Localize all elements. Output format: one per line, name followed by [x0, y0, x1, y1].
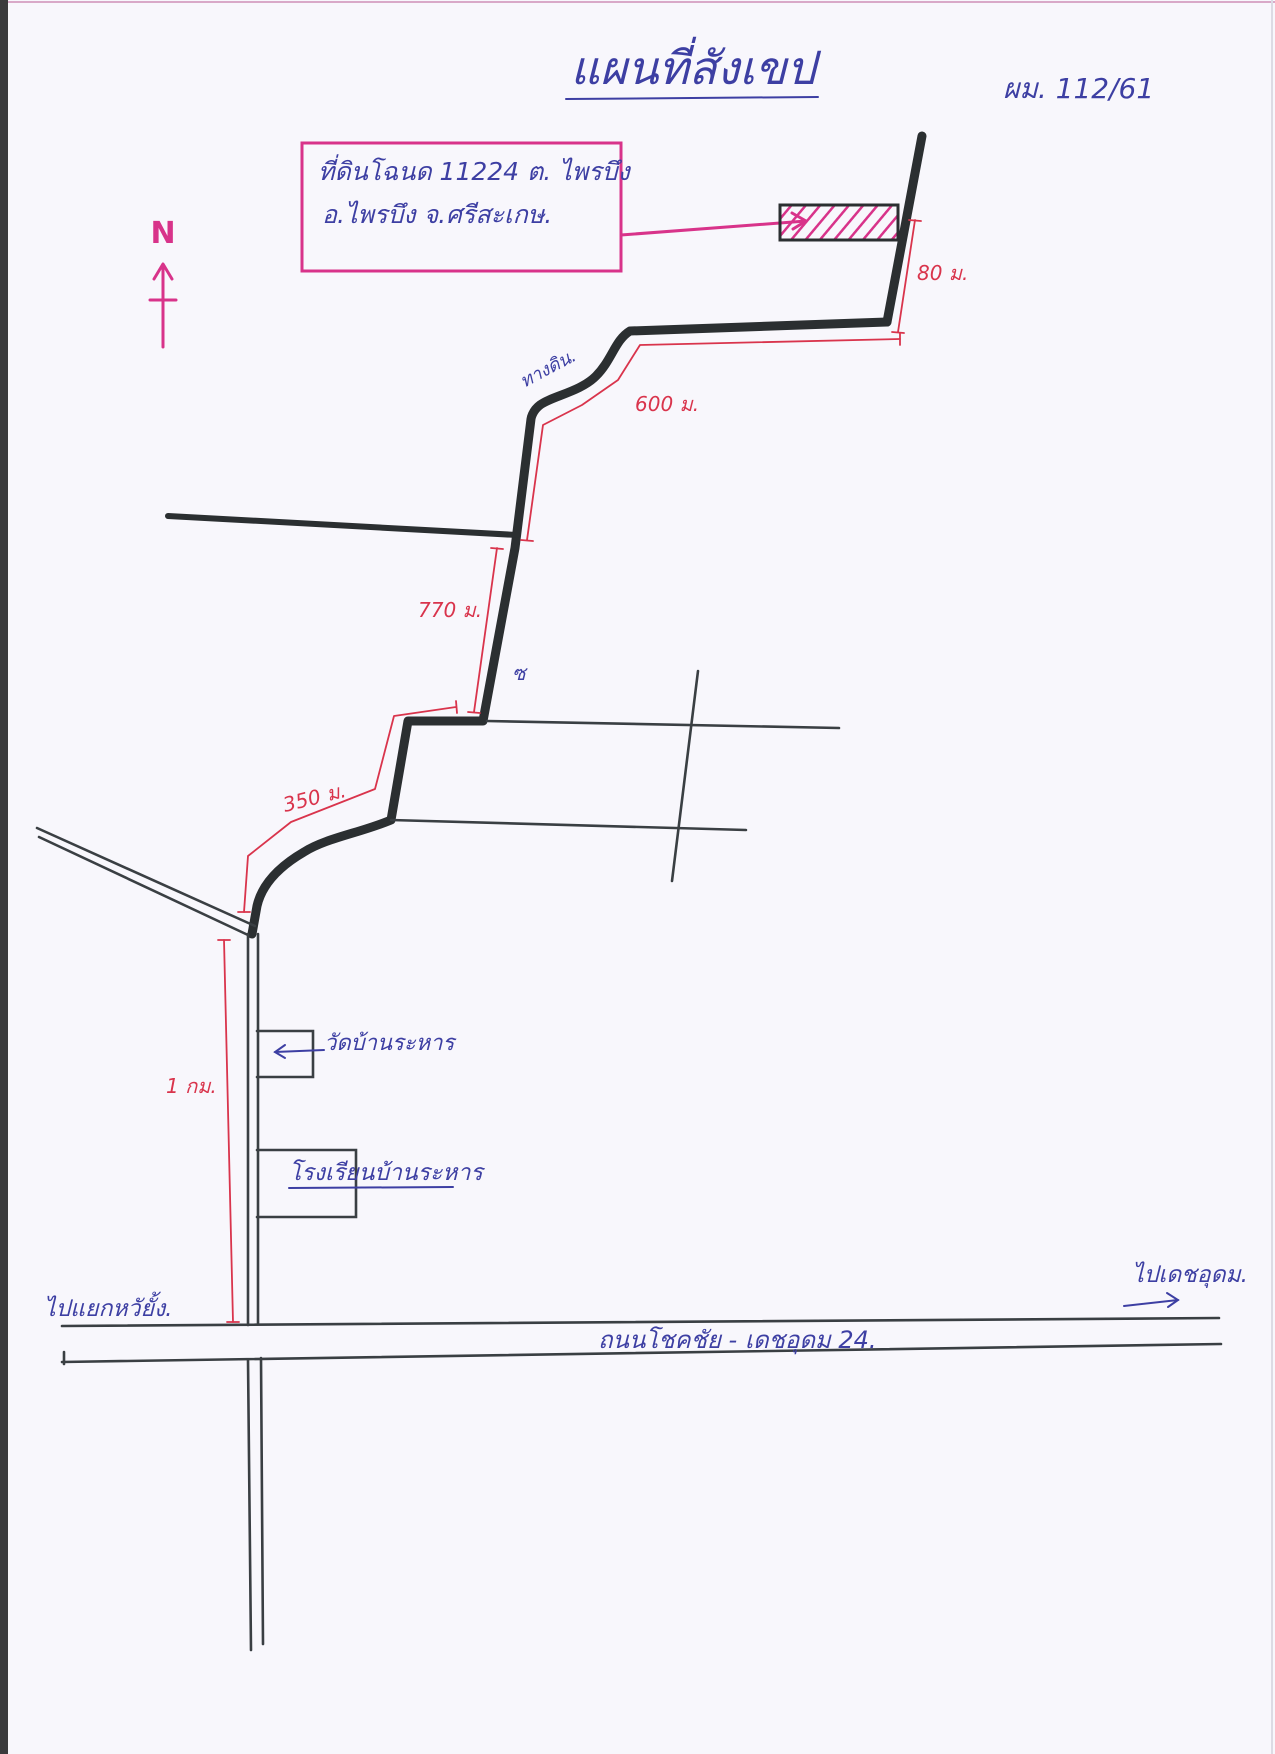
direction-east-arrow-icon	[1123, 1292, 1180, 1308]
distance-1km-label: 1 กม.	[166, 1074, 217, 1098]
direction-west-label: ไปแยกหวัยั้ง.	[44, 1291, 173, 1322]
access-road-north	[882, 131, 927, 327]
dimension-1km	[217, 939, 240, 1323]
parcel-label-line2: อ.ไพรบึง จ.ศรีสะเกษ.	[322, 200, 552, 229]
highway-north-edge	[60, 1316, 1221, 1328]
highway-south-edge	[60, 1342, 1223, 1364]
title-underline	[565, 96, 819, 100]
parcel-pointer-arrow-icon	[619, 211, 808, 237]
road-mark: ซ	[512, 661, 528, 685]
dimension-350m	[237, 700, 458, 913]
side-road-east-lower	[389, 818, 748, 832]
village-road	[247, 317, 892, 939]
temple-arrow-icon	[273, 1044, 325, 1059]
land-parcel	[778, 203, 900, 242]
page-title: แผนที่สังเขป	[570, 36, 821, 95]
side-road-cross	[670, 669, 700, 883]
distance-770m-label: 770 ม.	[418, 598, 482, 622]
diagonal-road-nw-a	[35, 826, 257, 928]
reference-number: ผม. 112/61	[1003, 72, 1154, 105]
school-plot	[255, 1148, 358, 1219]
school-label: โรงเรียนบ้านระหาร	[289, 1159, 485, 1186]
dimension-770m	[467, 547, 504, 714]
branch-road-west	[165, 513, 520, 538]
parcel-label-line1: ที่ดินโฉนด 11224 ต. ไพรบึง	[318, 154, 631, 186]
distance-600m-label: 600 ม.	[635, 392, 699, 416]
side-road-east-upper	[485, 719, 841, 730]
temple-plot	[255, 1029, 315, 1079]
direction-east-label: ไปเดชอุดม.	[1132, 1261, 1248, 1288]
dimension-600m	[520, 332, 901, 542]
north-label: N	[150, 216, 175, 251]
parcel-label-box	[300, 141, 623, 273]
distance-350m-label: 350 ม.	[280, 778, 348, 817]
school-label-underline	[288, 1186, 454, 1189]
scan-left-edge	[0, 0, 8, 1754]
south-road-left	[246, 1358, 253, 1652]
highway-label: ถนนโชคชัย - เดชอุดม 24.	[598, 1326, 877, 1355]
road-surface-label: ทางดิน.	[516, 345, 579, 392]
temple-label: วัดบ้านระหาร	[324, 1031, 457, 1056]
north-arrow-icon	[148, 262, 178, 349]
dimension-80m	[891, 219, 922, 334]
diagonal-road-nw-b	[37, 835, 250, 937]
distance-80m-label: 80 ม.	[917, 261, 968, 285]
south-road-right	[259, 1356, 265, 1646]
